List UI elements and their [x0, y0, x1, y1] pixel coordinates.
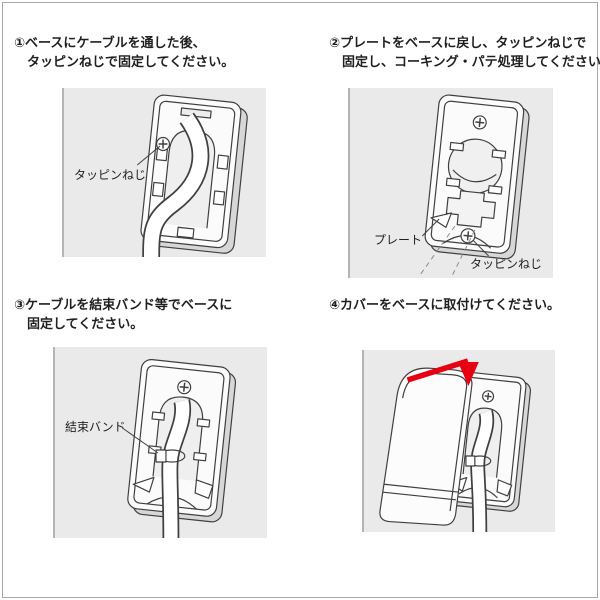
plate-tab-right	[496, 479, 513, 497]
step4-caption: ④カバーをベースに取付けてください。	[329, 295, 560, 314]
step1-caption-line1: ①ベースにケーブルを通した後、	[14, 35, 206, 50]
step3-illustration	[122, 358, 237, 538]
plate-tab-left	[132, 476, 155, 493]
cable-tie-icon	[155, 449, 186, 463]
step1-caption-line2: タッピンねじで固定してください。	[27, 54, 235, 69]
bottom-screw-icon	[460, 228, 476, 244]
label-plate: プレート	[374, 233, 423, 247]
label-cable-tie: 結束バンド	[65, 420, 126, 434]
step3-figure: 結束バンド	[53, 347, 267, 538]
cable	[142, 112, 210, 257]
cable	[161, 399, 192, 538]
plate-tab	[430, 212, 453, 229]
step1-caption: ①ベースにケーブルを通した後、 タッピンねじで固定してください。	[14, 33, 234, 71]
cable-tie-icon	[465, 455, 492, 467]
step3-caption-line1: ③ケーブルを結束バンド等でベースに	[14, 297, 233, 312]
plate-bracket	[445, 190, 496, 228]
leader-line-plate	[421, 218, 440, 237]
cover	[379, 367, 473, 526]
step2-caption: ②プレートをベースに戻し、タッピンねじで 固定し、コーキング・パテ処理してくださ…	[329, 33, 600, 71]
cable	[470, 409, 495, 532]
step2-caption-line2: 固定し、コーキング・パテ処理してください。	[342, 54, 600, 69]
step4-caption-line1: ④カバーをベースに取付けてください。	[329, 297, 560, 312]
step4-figure	[362, 350, 555, 532]
leader-line-screw	[472, 239, 489, 257]
step3-caption: ③ケーブルを結束バンド等でベースに 固定してください。	[14, 295, 232, 333]
label-tapping-screw: タッピンねじ	[74, 168, 147, 182]
top-screw-icon	[177, 380, 192, 395]
leader-line	[136, 145, 161, 166]
step1-figure: タッピンねじ	[62, 88, 266, 257]
base-plate	[424, 94, 530, 260]
dashed-guide-lines	[418, 225, 476, 278]
step2-caption-line1: ②プレートをベースに戻し、タッピンねじで	[329, 35, 587, 50]
plate-tab-right	[194, 479, 214, 499]
step4-illustration	[379, 358, 531, 532]
step3-caption-line2: 固定してください。	[27, 316, 144, 331]
leader-line	[122, 427, 159, 454]
top-screw-icon	[472, 115, 487, 130]
attach-direction-arrow-icon	[406, 358, 479, 386]
step2-illustration	[418, 94, 530, 278]
top-screw-icon	[482, 390, 495, 403]
label-tapping-screw: タッピンねじ	[470, 257, 543, 271]
step2-figure: プレート タッピンねじ	[348, 88, 553, 278]
tapping-screw-icon	[155, 136, 171, 152]
base-plate	[127, 358, 237, 523]
step1-illustration	[136, 94, 248, 257]
